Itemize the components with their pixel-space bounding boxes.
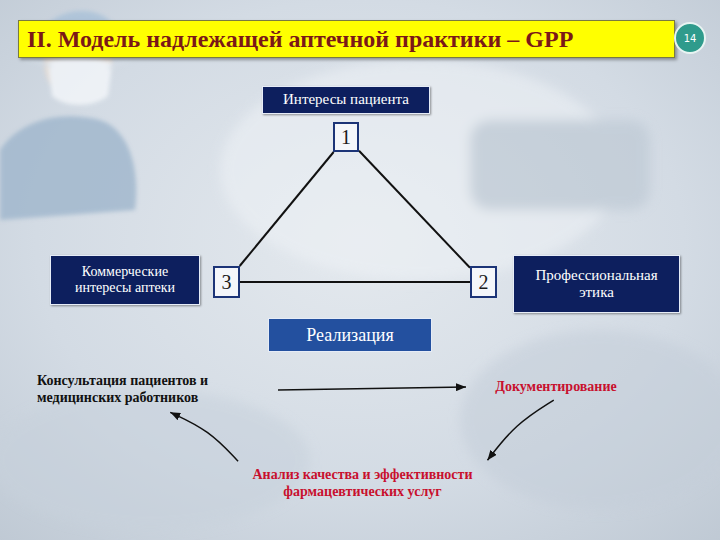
node-text: Профессиональная этика bbox=[520, 267, 673, 302]
flow-arrow bbox=[278, 387, 466, 390]
section-box: Реализация bbox=[268, 318, 432, 352]
flow-arrow bbox=[170, 412, 238, 461]
page-number: 14 bbox=[674, 22, 706, 54]
node-text: Консультация пациентов и медицинских раб… bbox=[37, 373, 273, 407]
process-text: Документирование bbox=[470, 376, 642, 398]
node-text: Коммерческие интересы аптеки bbox=[57, 264, 193, 296]
process-text: Консультация пациентов и медицинских раб… bbox=[35, 370, 275, 410]
node-text: 1 bbox=[337, 126, 355, 148]
goal-box: Коммерческие интересы аптеки bbox=[50, 255, 200, 305]
node-text: 3 bbox=[217, 271, 236, 293]
vertex-number: 1 bbox=[333, 122, 359, 152]
slide-title: II. Модель надлежащей аптечной практики … bbox=[18, 20, 675, 58]
node-text: Анализ качества и эффективности фармацев… bbox=[212, 467, 513, 501]
triangle-side bbox=[240, 152, 334, 266]
goal-box: Интересы пациента bbox=[262, 86, 430, 114]
node-text: Интересы пациента bbox=[269, 91, 423, 108]
flow-arrow bbox=[487, 400, 553, 460]
node-text: 2 bbox=[474, 271, 493, 293]
vertex-number: 3 bbox=[213, 266, 240, 298]
triangle-side bbox=[240, 281, 470, 283]
goal-box: Профессиональная этика bbox=[513, 255, 680, 313]
node-text: Реализация bbox=[275, 325, 425, 346]
triangle-side bbox=[359, 151, 470, 268]
blurred-backdrop bbox=[0, 60, 720, 530]
process-text: Анализ качества и эффективности фармацев… bbox=[210, 463, 515, 505]
vertex-number: 2 bbox=[470, 266, 497, 298]
node-text: Документирование bbox=[472, 379, 640, 396]
